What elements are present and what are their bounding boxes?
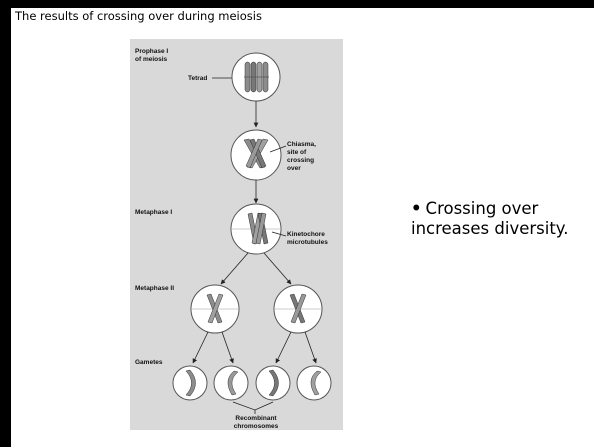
label-chiasma-3: crossing xyxy=(287,157,314,164)
label-recombinant-1: Recombinant xyxy=(235,415,277,422)
label-recombinant-2: chromosomes xyxy=(234,423,279,430)
arrow-3-right xyxy=(263,252,292,285)
arrow-3-left xyxy=(220,252,249,285)
label-kinetochore-1: Kinetochore xyxy=(287,231,325,238)
arrow-4-c xyxy=(275,331,292,364)
gamete-3-circle xyxy=(255,365,291,401)
label-chiasma-1: Chiasma, xyxy=(287,141,316,148)
metaphase-2-right-chromosome xyxy=(289,293,307,324)
label-metaphase-2: Metaphase II xyxy=(135,285,174,292)
arrow-4-a xyxy=(192,331,209,364)
gamete-1-circle xyxy=(172,365,208,401)
bullet-dot: • xyxy=(411,199,422,218)
label-of-meiosis: of meiosis xyxy=(135,56,168,63)
label-metaphase-1: Metaphase I xyxy=(135,209,172,216)
arrow-4-b xyxy=(221,331,234,364)
label-chiasma-4: over xyxy=(287,165,301,172)
chiasma-chromosomes xyxy=(243,138,269,169)
kinetochore-leader-line xyxy=(271,231,287,237)
slide-left-border xyxy=(0,0,11,447)
label-chiasma-2: site of xyxy=(287,149,307,156)
metaphase-1-chromosomes xyxy=(247,212,269,245)
bullet-point: •Crossing over increases diversity. xyxy=(411,199,591,239)
arrow-4-d xyxy=(304,331,317,364)
chiasma-leader-line xyxy=(269,145,287,153)
tetrad-chromosomes xyxy=(244,61,269,93)
gamete-2-chromosome xyxy=(227,370,239,396)
label-prophase: Prophase I xyxy=(135,48,168,55)
label-gametes: Gametes xyxy=(135,359,163,366)
slide-top-border xyxy=(0,0,594,8)
slide-title: The results of crossing over during meio… xyxy=(15,9,262,23)
gamete-4-chromosome xyxy=(310,370,322,396)
gamete-3-chromosome xyxy=(268,369,279,397)
metaphase-2-left-chromosome xyxy=(206,293,224,324)
label-tetrad: Tetrad xyxy=(188,75,207,82)
bullet-text: Crossing over increases diversity. xyxy=(411,199,569,238)
gamete-1-chromosome xyxy=(185,369,196,397)
label-kinetochore-2: microtubules xyxy=(287,239,328,246)
